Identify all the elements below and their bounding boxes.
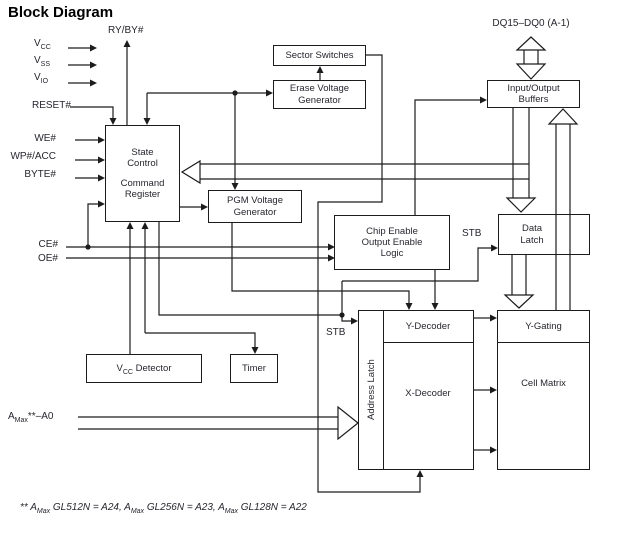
pin-label-oe: OE#	[37, 253, 58, 264]
pgm-to-decoder-line	[231, 223, 413, 310]
pin-label-byte: BYTE#	[24, 169, 56, 180]
vss-line	[68, 61, 97, 69]
byte-line	[75, 174, 105, 182]
footnote: ** AMax GL512N = A24, AMax GL256N = A23,…	[20, 502, 307, 515]
ygating-to-io-bus	[547, 108, 579, 310]
ceoe-to-decoder-line	[431, 270, 439, 310]
command-net	[143, 89, 273, 190]
pin-label-vss: VSS	[34, 55, 51, 68]
pin-label-vio: VIO	[34, 72, 49, 85]
ce-line	[66, 200, 335, 251]
block-address-latch: Address Latch	[359, 311, 384, 469]
block-timer: Timer	[230, 354, 278, 383]
dq-bus	[515, 36, 547, 80]
stb-label-data-latch: STB	[462, 228, 482, 239]
oe-line	[66, 254, 335, 262]
block-x-decoder: X-Decoder	[405, 387, 451, 399]
vcc-detector-label: VCC Detector	[116, 362, 172, 376]
ryby-line	[123, 40, 131, 125]
block-io-buffers: Input/Output Buffers	[487, 80, 580, 108]
pin-label-address: AMax**–A0	[8, 411, 54, 424]
io-to-datalatch-bus	[505, 108, 537, 213]
address-bus	[78, 405, 359, 441]
vccdet-line	[126, 222, 134, 354]
block-y-gating: Y-Gating	[498, 311, 589, 343]
pin-label-ryby: RY/BY#	[108, 25, 144, 36]
datalatch-to-ygating-bus	[503, 255, 535, 309]
pin-label-wp-acc: WP#/ACC	[10, 151, 56, 162]
command-bus	[180, 159, 529, 185]
wp-line	[75, 156, 105, 164]
state-control-label: State	[131, 146, 154, 158]
reset-line	[70, 106, 117, 125]
block-state-control: State Control Command Register	[105, 125, 180, 222]
pin-label-dq: DQ15–DQ0 (A-1)	[492, 18, 570, 29]
erase-to-sector-line	[316, 66, 324, 80]
block-vcc-detector: VCC Detector	[86, 354, 202, 383]
xdec-to-cell-line-2	[474, 446, 497, 454]
page-title: Block Diagram	[8, 4, 114, 21]
stb-label-address-latch: STB	[326, 327, 346, 338]
pin-label-ce: CE#	[38, 239, 58, 250]
block-data-latch: Data Latch	[498, 214, 590, 255]
ceoe-to-io-line	[414, 96, 487, 215]
block-erase-voltage-generator: Erase Voltage Generator	[273, 80, 366, 109]
block-chip-enable-output-enable-logic: Chip Enable Output Enable Logic	[334, 215, 450, 270]
block-sector-switches: Sector Switches	[273, 45, 366, 66]
block-cell-matrix: Cell Matrix	[521, 377, 566, 389]
block-y-decoder: Y-Decoder	[383, 311, 473, 343]
block-decoders: Address Latch Y-Decoder X-Decoder	[358, 310, 474, 470]
we-line	[75, 136, 105, 144]
sector-switches-label: Sector Switches	[285, 49, 354, 61]
ydec-to-ygating-line	[474, 314, 497, 322]
vio-line	[68, 79, 97, 87]
state-to-pgm-line	[180, 203, 208, 211]
vcc-line	[68, 44, 97, 52]
sector-to-decoder-line	[317, 54, 424, 493]
pin-label-reset: RESET#	[32, 100, 71, 111]
pin-label-vcc: VCC	[34, 38, 51, 51]
pin-label-we: WE#	[34, 133, 56, 144]
stb-net	[158, 222, 498, 325]
timer-line	[141, 222, 259, 354]
xdec-to-cell-line-1	[474, 386, 497, 394]
block-pgm-voltage-generator: PGM Voltage Generator	[208, 190, 302, 223]
block-array: Y-Gating Cell Matrix	[497, 310, 590, 470]
